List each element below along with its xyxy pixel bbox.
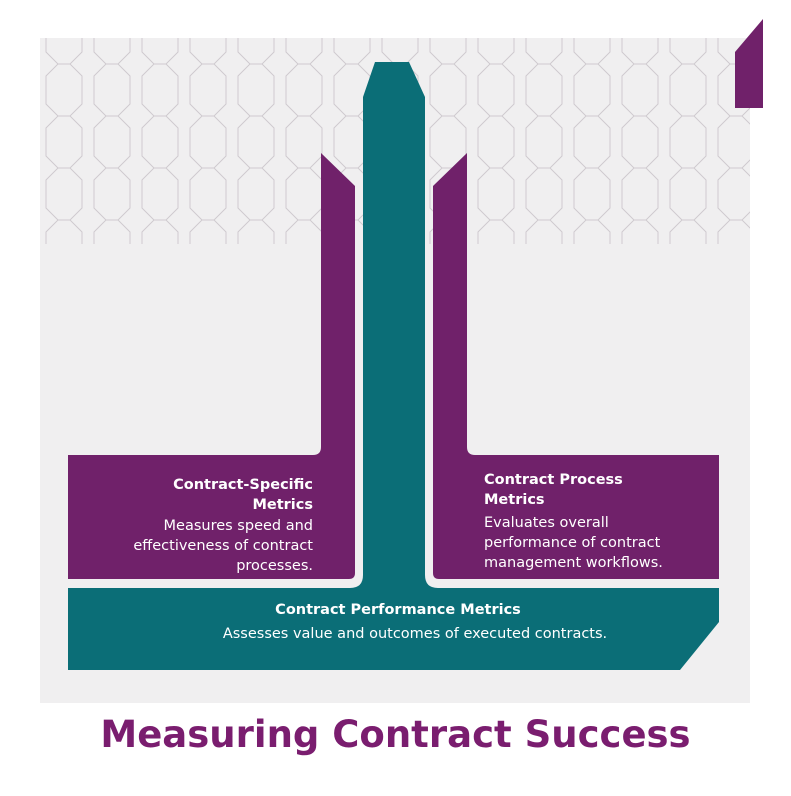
bottom-section-heading: Contract Performance Metrics [275,602,521,618]
right-section-heading: Contract Process Metrics [484,472,623,508]
left-section-description: Measures speed and effectiveness of cont… [133,518,313,574]
teal-arrow-shape [68,62,719,670]
right-purple-l-shape [433,153,719,579]
right-section-description: Evaluates overall performance of contrac… [484,515,663,571]
corner-accent-shape [735,19,763,108]
left-purple-l-shape [68,153,355,579]
bottom-section-description: Assesses value and outcomes of executed … [222,626,608,642]
left-section-heading: Contract-Specific Metrics [173,477,313,513]
diagram-title: Measuring Contract Success [100,713,691,756]
